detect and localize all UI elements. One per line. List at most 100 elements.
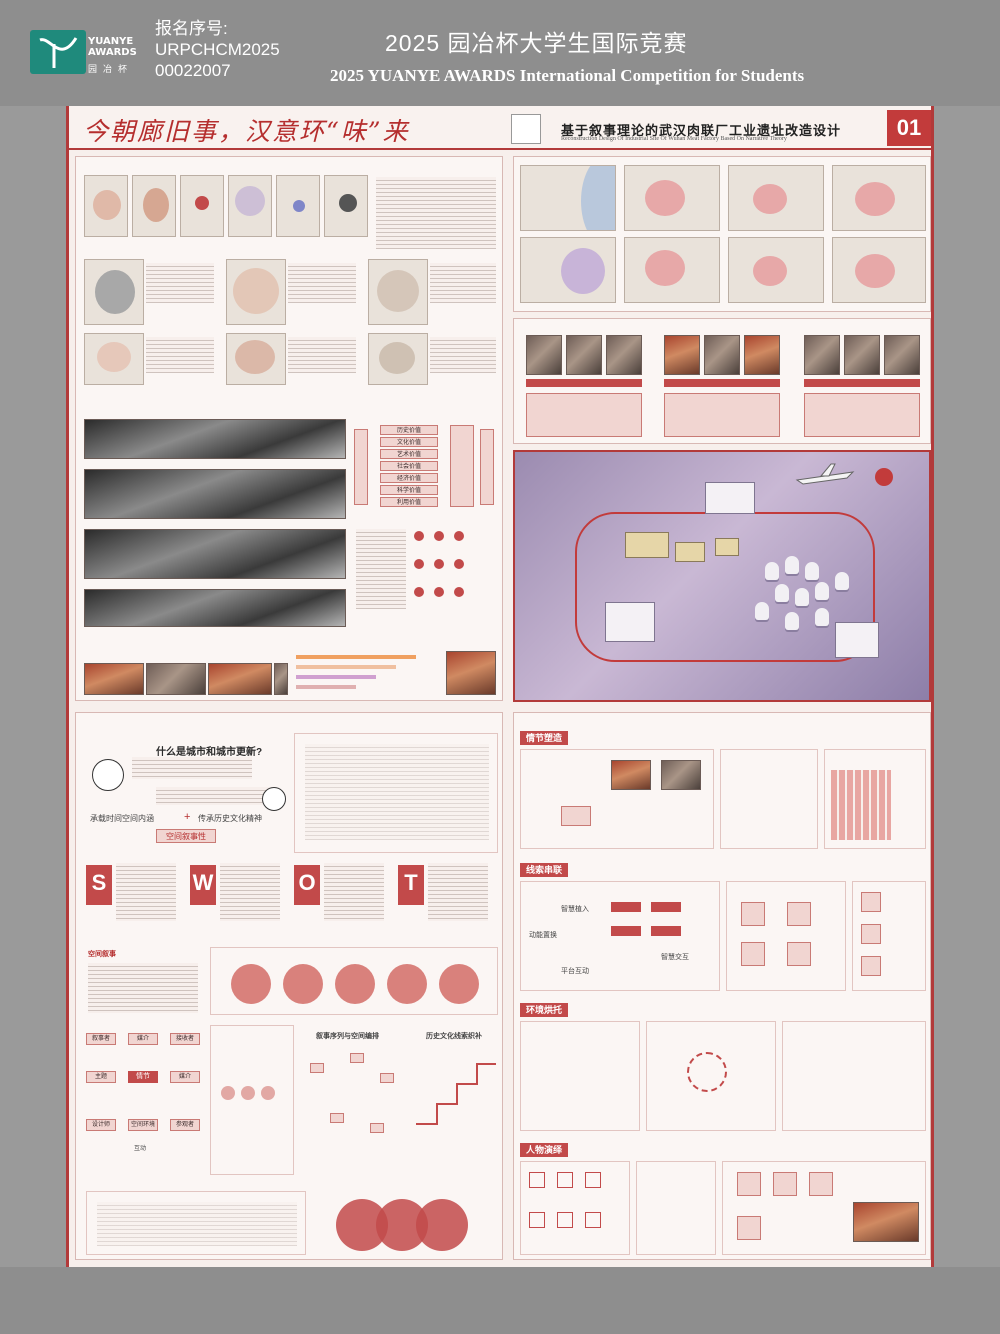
- shape-block: [737, 1172, 761, 1196]
- narrative-space-process: [86, 1191, 306, 1255]
- site-map-7: [728, 237, 824, 303]
- master-plan-map-3: [368, 259, 428, 325]
- shape-render: [853, 1202, 919, 1242]
- question-heading: 什么是城市和城市更新?: [156, 747, 263, 758]
- building: [835, 622, 879, 658]
- history-stairs: [416, 1053, 498, 1143]
- background-panel: 历史价值 文化价值 艺术价值 社会价值 经济价值 科学价值 利用价值: [75, 156, 503, 701]
- competition-title-en: 2025 YUANYE AWARDS International Competi…: [330, 66, 805, 85]
- flow-node: [687, 1052, 727, 1092]
- site-map-1: [520, 165, 616, 231]
- sequence-node: [350, 1053, 364, 1063]
- problem-icon-row-1: [526, 393, 642, 437]
- grid-cell: [529, 1212, 545, 1228]
- storage-tank: [805, 562, 819, 580]
- problem-icon-row-3: [804, 393, 920, 437]
- problem-photo-3: [606, 335, 642, 375]
- current-problems-panel: [513, 318, 931, 444]
- environment-houses: [520, 1021, 640, 1131]
- clue-node: [651, 902, 681, 912]
- reg-label: 报名序号:: [155, 19, 228, 38]
- narrative-process: [210, 947, 498, 1015]
- storage-tank: [785, 612, 799, 630]
- question-bubble-1: [132, 757, 252, 779]
- value-item: 利用价值: [380, 497, 438, 507]
- reg-number-1: URPCHCM2025: [155, 40, 280, 59]
- cartoon-face-2: [262, 787, 286, 811]
- question-bubble-2: [156, 787, 276, 805]
- role-narrator: 叙事者: [86, 1033, 116, 1045]
- narrative-flow: 叙事者 媒介 接收者 主题 情节 媒介 设计师 空间环境 参观者 互动: [86, 1033, 202, 1183]
- option-cube: [861, 892, 881, 912]
- poster-header: 今朝廊旧事，汉意环“味”来 基于叙事理论的武汉肉联厂工业遗址改造设计 Recon…: [69, 106, 931, 150]
- space-narrative-label: 空间叙事性: [156, 829, 216, 843]
- plot-building: [561, 806, 591, 826]
- process-circle-1: [231, 964, 271, 1004]
- site-analysis-panel: [513, 156, 931, 312]
- people-network-diagram: [305, 744, 489, 840]
- location-map-3: [180, 175, 224, 237]
- storage-tank: [835, 572, 849, 590]
- cube: [741, 942, 765, 966]
- innovation-grid: [720, 749, 818, 849]
- clue-node: [651, 926, 681, 936]
- banner-people: 人物演绎: [520, 1143, 569, 1157]
- person-icon: [434, 559, 444, 569]
- swot-w: W: [190, 865, 216, 905]
- role-interaction: 互动: [134, 1146, 147, 1152]
- person-icon: [414, 531, 424, 541]
- swot-o: O: [294, 865, 320, 905]
- district-text-3: [430, 337, 496, 373]
- swot-s-text: [116, 863, 176, 921]
- clue-node: [611, 926, 641, 936]
- rec-icon: [875, 468, 893, 486]
- tag-smart-implant: 智慧植入: [561, 906, 589, 913]
- site-thumbnail: [511, 114, 541, 144]
- aerial-view: [513, 450, 931, 702]
- problem-photo-1: [526, 335, 562, 375]
- master-plan-text-1: [146, 263, 214, 303]
- clue-diagram: 智慧植入 动能置换 智慧交互 平台互动: [520, 881, 720, 991]
- spatial-conversion: [210, 1025, 294, 1175]
- history-line-title: 历史文化线索织补: [426, 1033, 482, 1040]
- population-analysis: [354, 519, 496, 629]
- problem-photo-6: [744, 335, 780, 375]
- site-map-3: [728, 165, 824, 231]
- master-plan-text-3: [430, 263, 496, 303]
- cube: [787, 942, 811, 966]
- role-space-env: 空间环境: [128, 1119, 158, 1131]
- storage-tank: [755, 602, 769, 620]
- person-icon: [434, 531, 444, 541]
- strategy-panel: 情节塑造 线索串联 智慧植入 动能置换 智慧交互 平台互动: [513, 712, 931, 1260]
- conversion-node: [221, 1086, 235, 1100]
- logo-line-1: YUANYE: [88, 36, 134, 47]
- value-item: 社会价值: [380, 461, 438, 471]
- storage-tank: [765, 562, 779, 580]
- logo-line-2: AWARDS: [88, 47, 137, 58]
- person-icon: [434, 587, 444, 597]
- storage-tank: [775, 584, 789, 602]
- project-subtitle: Reconstruction Design Of Industrial Site…: [561, 136, 787, 142]
- role-medium: 媒介: [128, 1033, 158, 1045]
- shape-block: [737, 1216, 761, 1240]
- person-icon: [414, 559, 424, 569]
- space-story-heading: 空间叙事: [88, 951, 116, 958]
- yuanye-logo: [30, 30, 86, 74]
- problem-photo-2: [566, 335, 602, 375]
- person-icon: [454, 587, 464, 597]
- narrative-concept-text: [88, 963, 198, 1013]
- inherit-space-text: 承载时间空间内涵: [90, 814, 154, 823]
- header-band: YUANYE AWARDS 园冶杯 报名序号: URPCHCM2025 0002…: [0, 0, 1000, 106]
- logo-subtitle: 园冶杯: [88, 64, 134, 74]
- inherit-culture-text: 传承历史文化精神: [198, 814, 262, 823]
- role-designer: 设计师: [86, 1119, 116, 1131]
- person-icon: [454, 531, 464, 541]
- history-photo-strip-2: [84, 469, 346, 519]
- building: [605, 602, 655, 642]
- site-map-4: [832, 165, 926, 231]
- building: [705, 482, 755, 514]
- value-item: 文化价值: [380, 437, 438, 447]
- problem-icon-row-2: [664, 393, 780, 437]
- option-cube: [861, 924, 881, 944]
- value-item: 艺术价值: [380, 449, 438, 459]
